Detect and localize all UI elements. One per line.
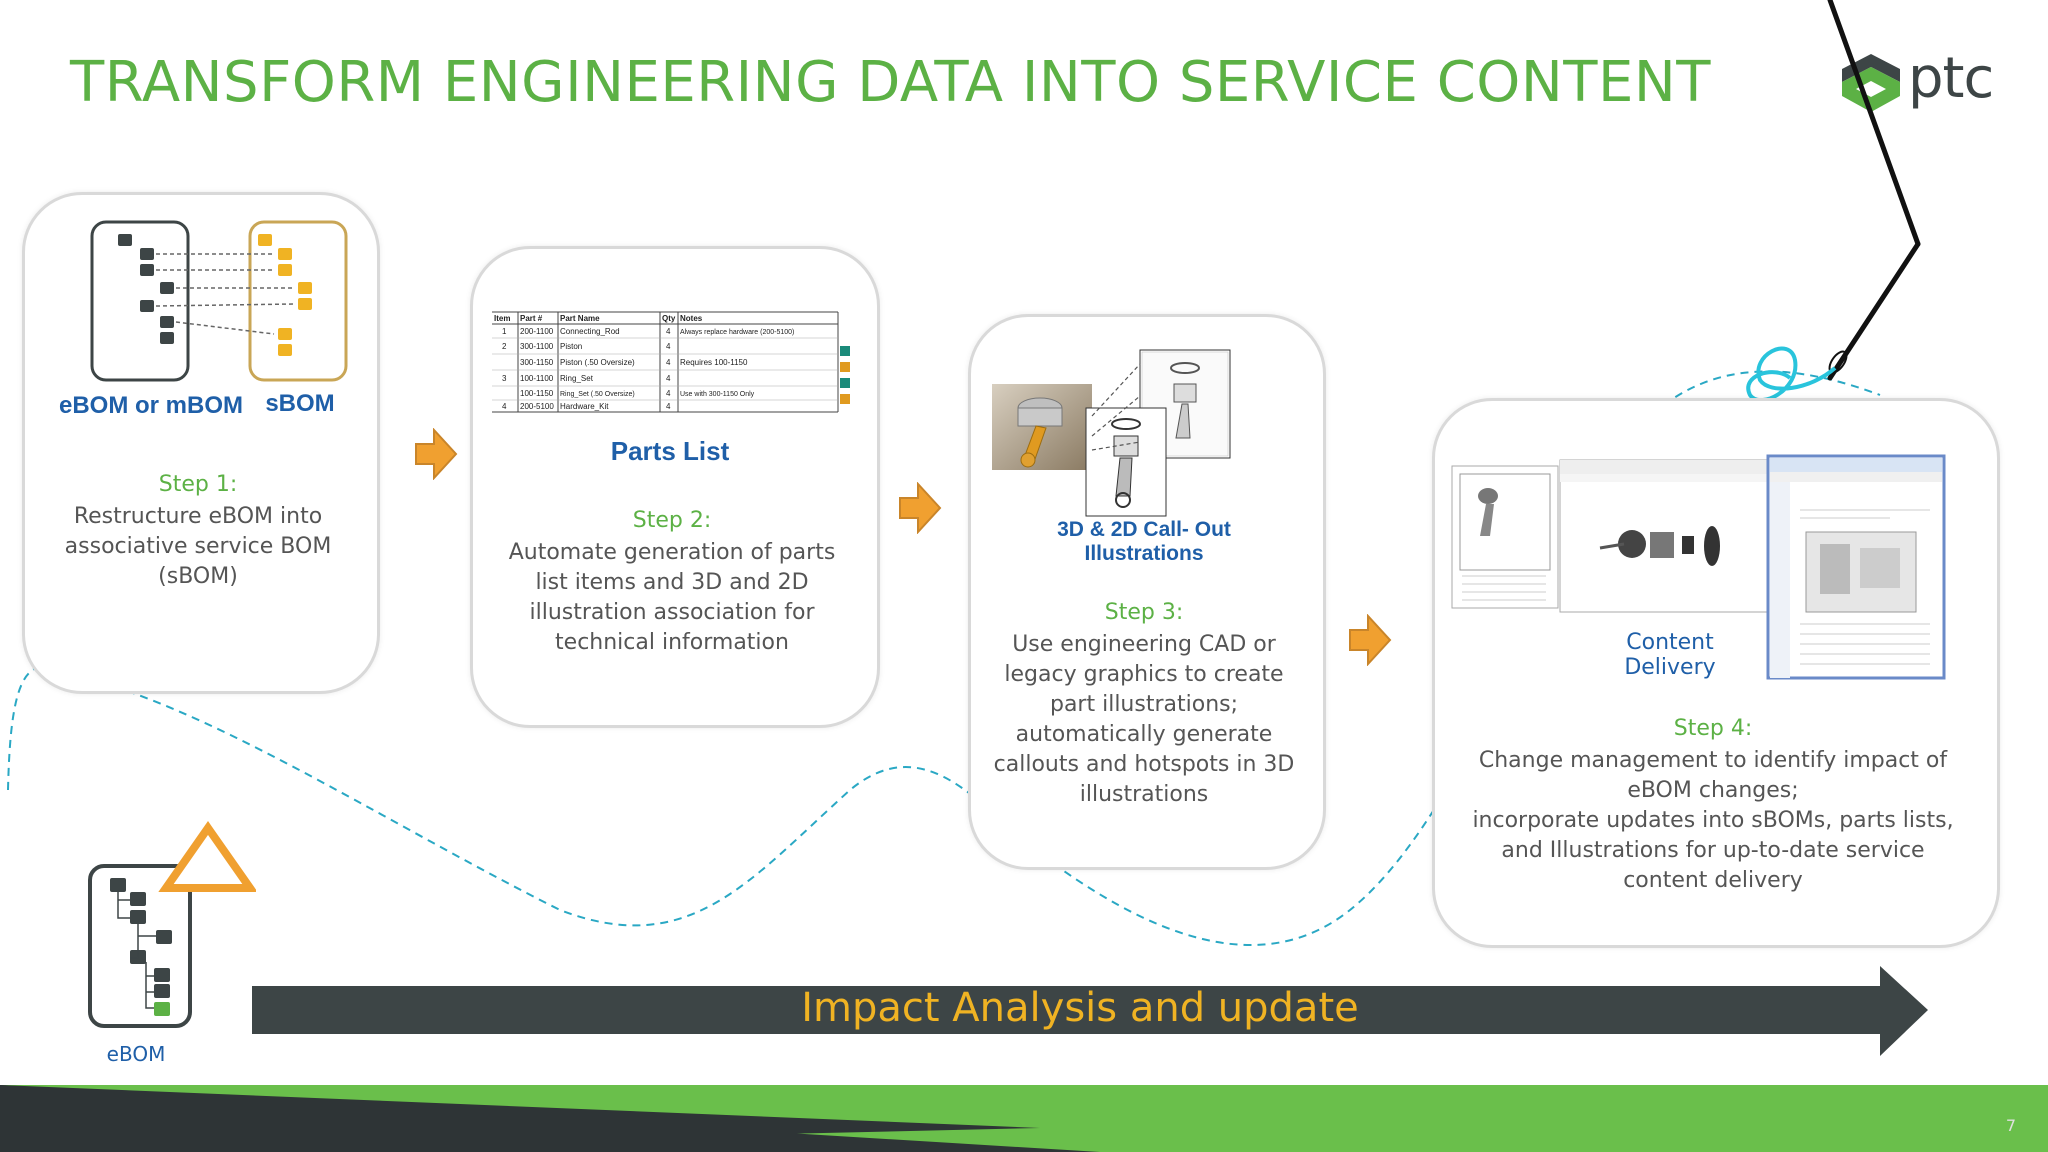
- svg-text:Use with 300-1150 Only: Use with 300-1150 Only: [680, 391, 755, 398]
- step-3-label: Step 3:: [1104, 600, 1184, 625]
- step-1-label: Step 1:: [158, 472, 238, 497]
- svg-text:3: 3: [502, 374, 507, 383]
- step-4-label: Step 4:: [1673, 716, 1753, 741]
- svg-text:100-1100: 100-1100: [520, 374, 554, 383]
- impact-analysis-text: Impact Analysis and update: [801, 985, 1359, 1031]
- svg-text:Ring_Set (.50 Oversize): Ring_Set (.50 Oversize): [560, 391, 635, 398]
- svg-text:4: 4: [666, 374, 671, 383]
- svg-text:Connecting_Rod: Connecting_Rod: [560, 327, 620, 336]
- svg-text:Notes: Notes: [680, 314, 703, 323]
- svg-text:1: 1: [502, 327, 507, 336]
- svg-text:200-1100: 200-1100: [520, 327, 554, 336]
- svg-text:Hardware_Kit: Hardware_Kit: [560, 402, 609, 411]
- svg-text:4: 4: [666, 402, 671, 411]
- step-2-description: Automate generation of parts list items …: [508, 540, 836, 655]
- svg-text:100-1150: 100-1150: [520, 389, 554, 398]
- svg-text:Part Name: Part Name: [560, 314, 600, 323]
- svg-text:300-1100: 300-1100: [520, 342, 554, 351]
- svg-text:Piston (.50 Oversize): Piston (.50 Oversize): [560, 358, 635, 367]
- page-number: 7: [2005, 1116, 2016, 1135]
- svg-text:4: 4: [666, 342, 671, 351]
- page-title: TRANSFORM ENGINEERING DATA INTO SERVICE …: [70, 50, 1711, 115]
- step-4-description: Change management to identify impact of …: [1472, 748, 1954, 893]
- ebom-mbom-label: eBOM or mBOM: [58, 392, 243, 419]
- svg-text:Piston: Piston: [560, 342, 582, 351]
- step-2-label: Step 2:: [632, 508, 712, 533]
- svg-text:4: 4: [502, 402, 507, 411]
- svg-text:Item: Item: [494, 314, 510, 323]
- svg-text:Qty: Qty: [662, 314, 676, 323]
- callout-illustrations-caption: 3D & 2D Call- Out Illustrations: [1057, 518, 1231, 565]
- impact-arrow-band: [252, 966, 1928, 1056]
- svg-text:200-5100: 200-5100: [520, 402, 554, 411]
- step-1-description: Restructure eBOM into associative servic…: [64, 504, 332, 589]
- svg-text:4: 4: [666, 358, 671, 367]
- svg-text:Requires 100-1150: Requires 100-1150: [680, 358, 748, 367]
- svg-text:Ring_Set: Ring_Set: [560, 374, 594, 383]
- svg-text:300-1150: 300-1150: [520, 358, 554, 367]
- ptc-logo-text: ptc: [1908, 46, 1994, 111]
- ebom-label: eBOM: [106, 1042, 166, 1066]
- svg-text:4: 4: [666, 327, 671, 336]
- svg-text:Always replace hardware (200-5: Always replace hardware (200-5100): [680, 329, 794, 336]
- ebom-tree-icon: [88, 821, 256, 1028]
- right-arrow-icon: [1349, 614, 1392, 666]
- warning-triangle-icon: [158, 821, 256, 892]
- cad-illustration: [992, 349, 1231, 517]
- right-arrow-icon: [899, 482, 942, 534]
- svg-text:Part #: Part #: [520, 314, 543, 323]
- content-delivery-caption: Content Delivery: [1580, 630, 1760, 680]
- svg-text:4: 4: [666, 389, 671, 398]
- parts-list-table: Item Part # Part Name Qty Notes 1 200-11…: [492, 311, 850, 413]
- step-3-description: Use engineering CAD or legacy graphics t…: [993, 632, 1295, 807]
- parts-list-caption: Parts List: [610, 436, 730, 466]
- needle-thread-icon: [1746, 0, 1921, 402]
- bom-restructure-icon: [90, 220, 348, 382]
- svg-text:2: 2: [502, 342, 507, 351]
- right-arrow-icon: [415, 428, 458, 480]
- content-delivery-screens: [1451, 454, 1946, 680]
- step-1-card: [22, 192, 380, 694]
- step-2-card: [470, 246, 880, 728]
- sbom-label: sBOM: [265, 390, 335, 417]
